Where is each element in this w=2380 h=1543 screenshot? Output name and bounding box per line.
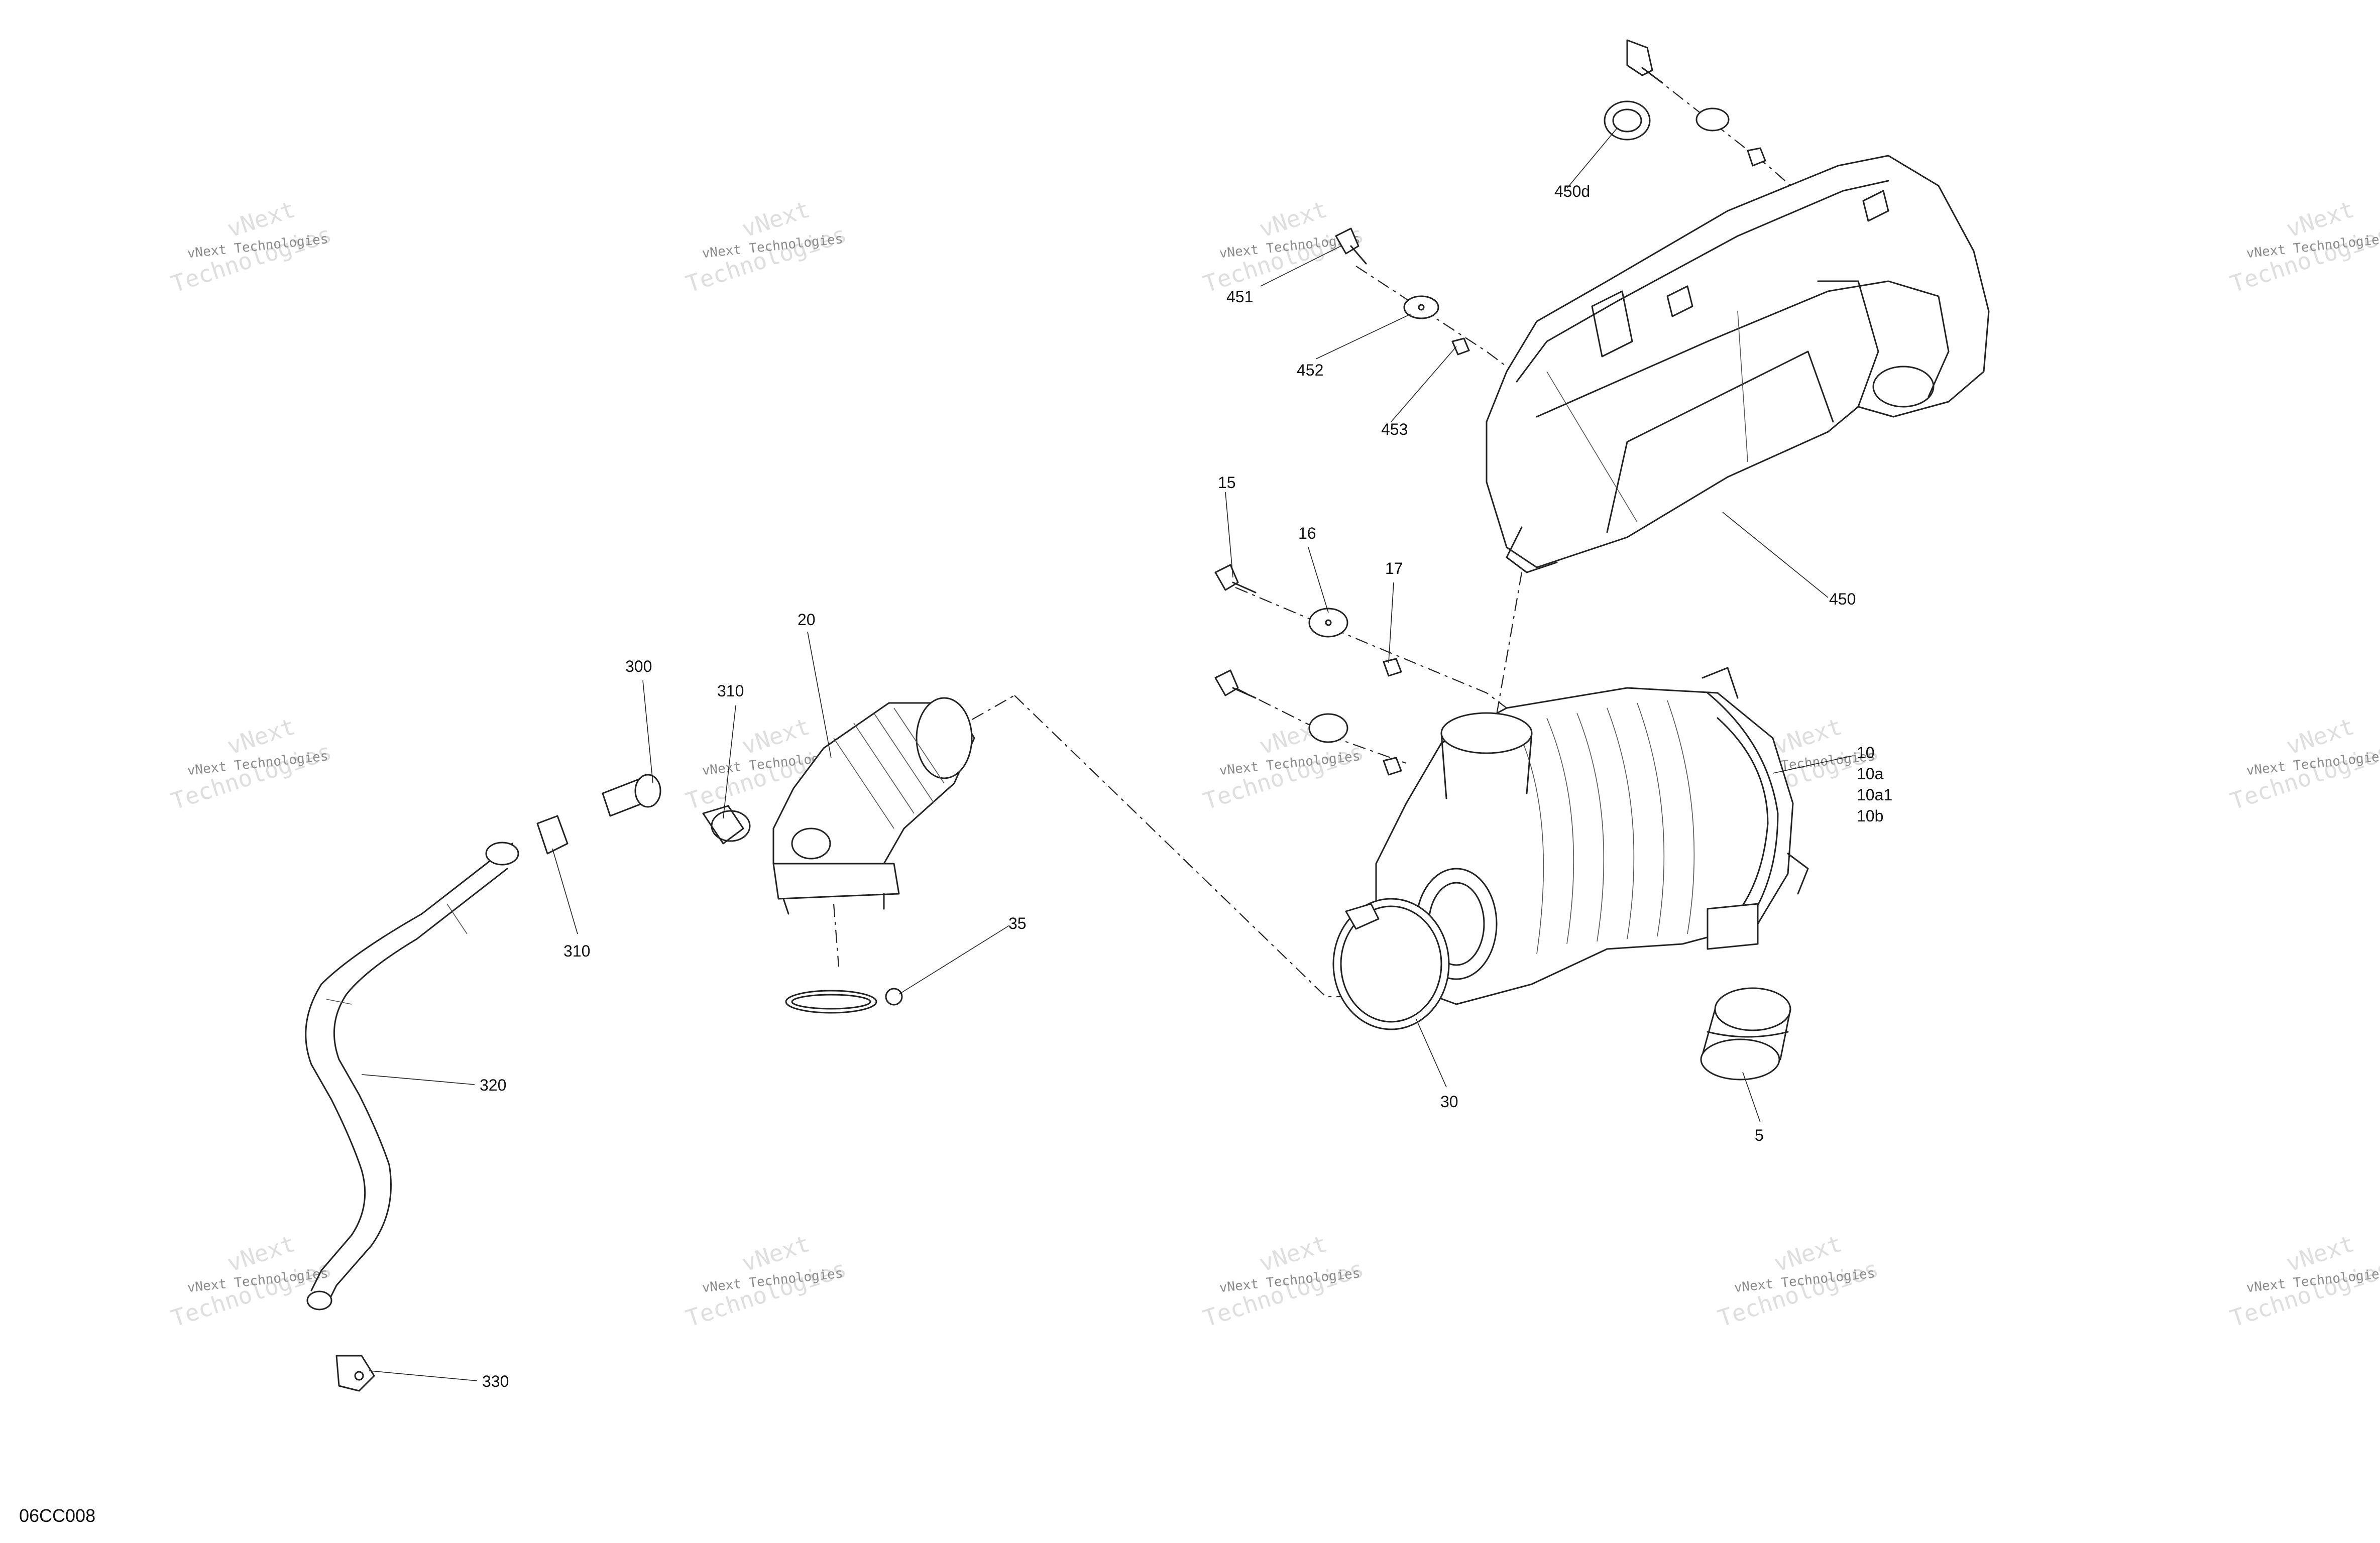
breather-connectors: [536, 774, 751, 855]
callout-453: 453: [1381, 420, 1408, 438]
callout-30: 30: [1440, 1093, 1458, 1111]
breather-hose: [305, 842, 519, 1311]
callout-35: 35: [1008, 914, 1027, 932]
intake-adaptor: [772, 697, 975, 915]
callout-450: 450: [1829, 590, 1856, 608]
callout-452: 452: [1297, 361, 1323, 379]
hose-clamp-330: [335, 1355, 375, 1392]
callout-310-bottom: 310: [563, 942, 590, 960]
callout-310-top: 310: [717, 682, 744, 700]
callout-450d: 450d: [1554, 182, 1590, 200]
callout-320: 320: [480, 1076, 506, 1094]
callout-17: 17: [1385, 559, 1403, 577]
band-clamp-35: [785, 988, 903, 1014]
callout-16: 16: [1298, 524, 1316, 542]
callout-10a: 10a: [1857, 765, 1884, 783]
leader-lines: [361, 128, 1854, 1381]
air-box-cover: [1486, 155, 1990, 573]
drawing-id: 06CC008: [19, 1505, 96, 1526]
callout-labels: 450d 451 452 453 450 15 16 17 10 10a 10a…: [480, 182, 1892, 1390]
callout-10a1: 10a1: [1857, 786, 1892, 804]
callout-330: 330: [482, 1372, 509, 1390]
callout-15: 15: [1218, 473, 1236, 492]
callout-20: 20: [798, 611, 816, 629]
callout-451: 451: [1226, 288, 1253, 306]
callout-300: 300: [625, 657, 652, 675]
callout-10: 10: [1857, 744, 1875, 762]
air-filter-housing: [1375, 667, 1809, 1005]
outlet-boot: [1700, 987, 1791, 1081]
callout-10b: 10b: [1857, 807, 1883, 825]
callout-5: 5: [1755, 1126, 1764, 1144]
hose-clamp-30: [1332, 898, 1450, 1030]
